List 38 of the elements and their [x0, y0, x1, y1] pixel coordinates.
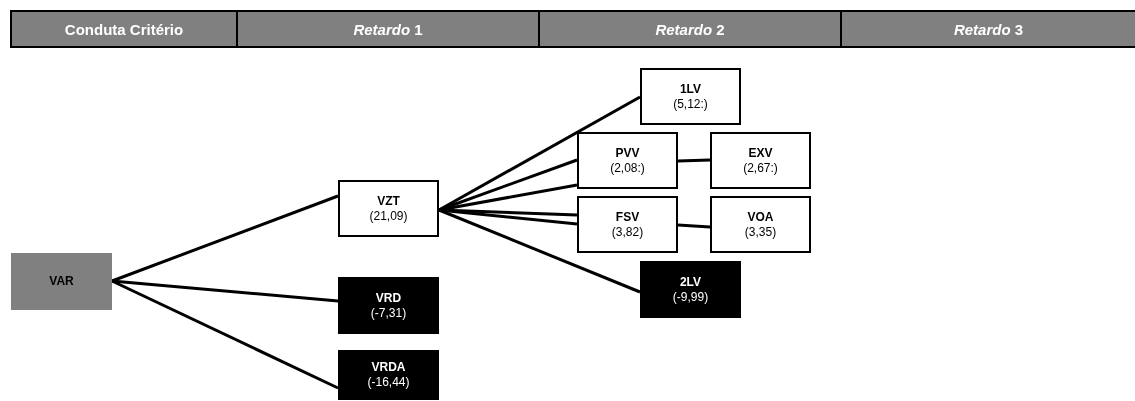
variable-value: (21,09): [369, 208, 408, 224]
node-box: [577, 196, 678, 253]
node-box: [338, 350, 439, 400]
variable-value: (-9,99): [672, 289, 709, 305]
node-box: [577, 132, 678, 189]
variable-name: VZT: [377, 193, 400, 209]
variable-value: (2,67:): [743, 160, 778, 176]
column-heading: Retardo 1: [353, 21, 423, 37]
variable-value: (2,08:): [610, 160, 645, 176]
variable-name: PVV: [615, 145, 640, 161]
connector-line: [677, 223, 711, 229]
variable-value: (5,12:): [673, 96, 708, 112]
node-box: [338, 277, 439, 334]
variable-name: 1LV: [679, 81, 702, 97]
variable-value: (3,35): [744, 224, 777, 240]
variable-name: VAR: [49, 274, 74, 289]
variable-name: EXV: [748, 145, 773, 161]
node-box: [640, 68, 741, 125]
variable-name: VRD: [375, 290, 402, 306]
variable-name: VOA: [747, 209, 774, 225]
node-box: [710, 196, 811, 253]
variable-name: 2LV: [679, 274, 702, 290]
node-box: [640, 261, 741, 318]
column-heading: Retardo 3: [953, 21, 1024, 37]
connector-line: [677, 158, 711, 163]
variable-value: (3,82): [611, 224, 644, 240]
node-box: [710, 132, 811, 189]
column-heading: Retardo 2: [655, 21, 725, 37]
connector-line: [438, 208, 641, 294]
variable-value: (-7,31): [370, 305, 407, 321]
variable-name: VRDA: [371, 360, 406, 375]
variable-value: (-16,44): [367, 375, 410, 390]
column-heading: Conduta Critério: [64, 21, 184, 37]
variable-name: FSV: [615, 209, 640, 225]
node-box: [338, 180, 439, 237]
root-box: [11, 253, 112, 310]
connector-line: [111, 194, 339, 283]
connector-line: [111, 279, 339, 390]
